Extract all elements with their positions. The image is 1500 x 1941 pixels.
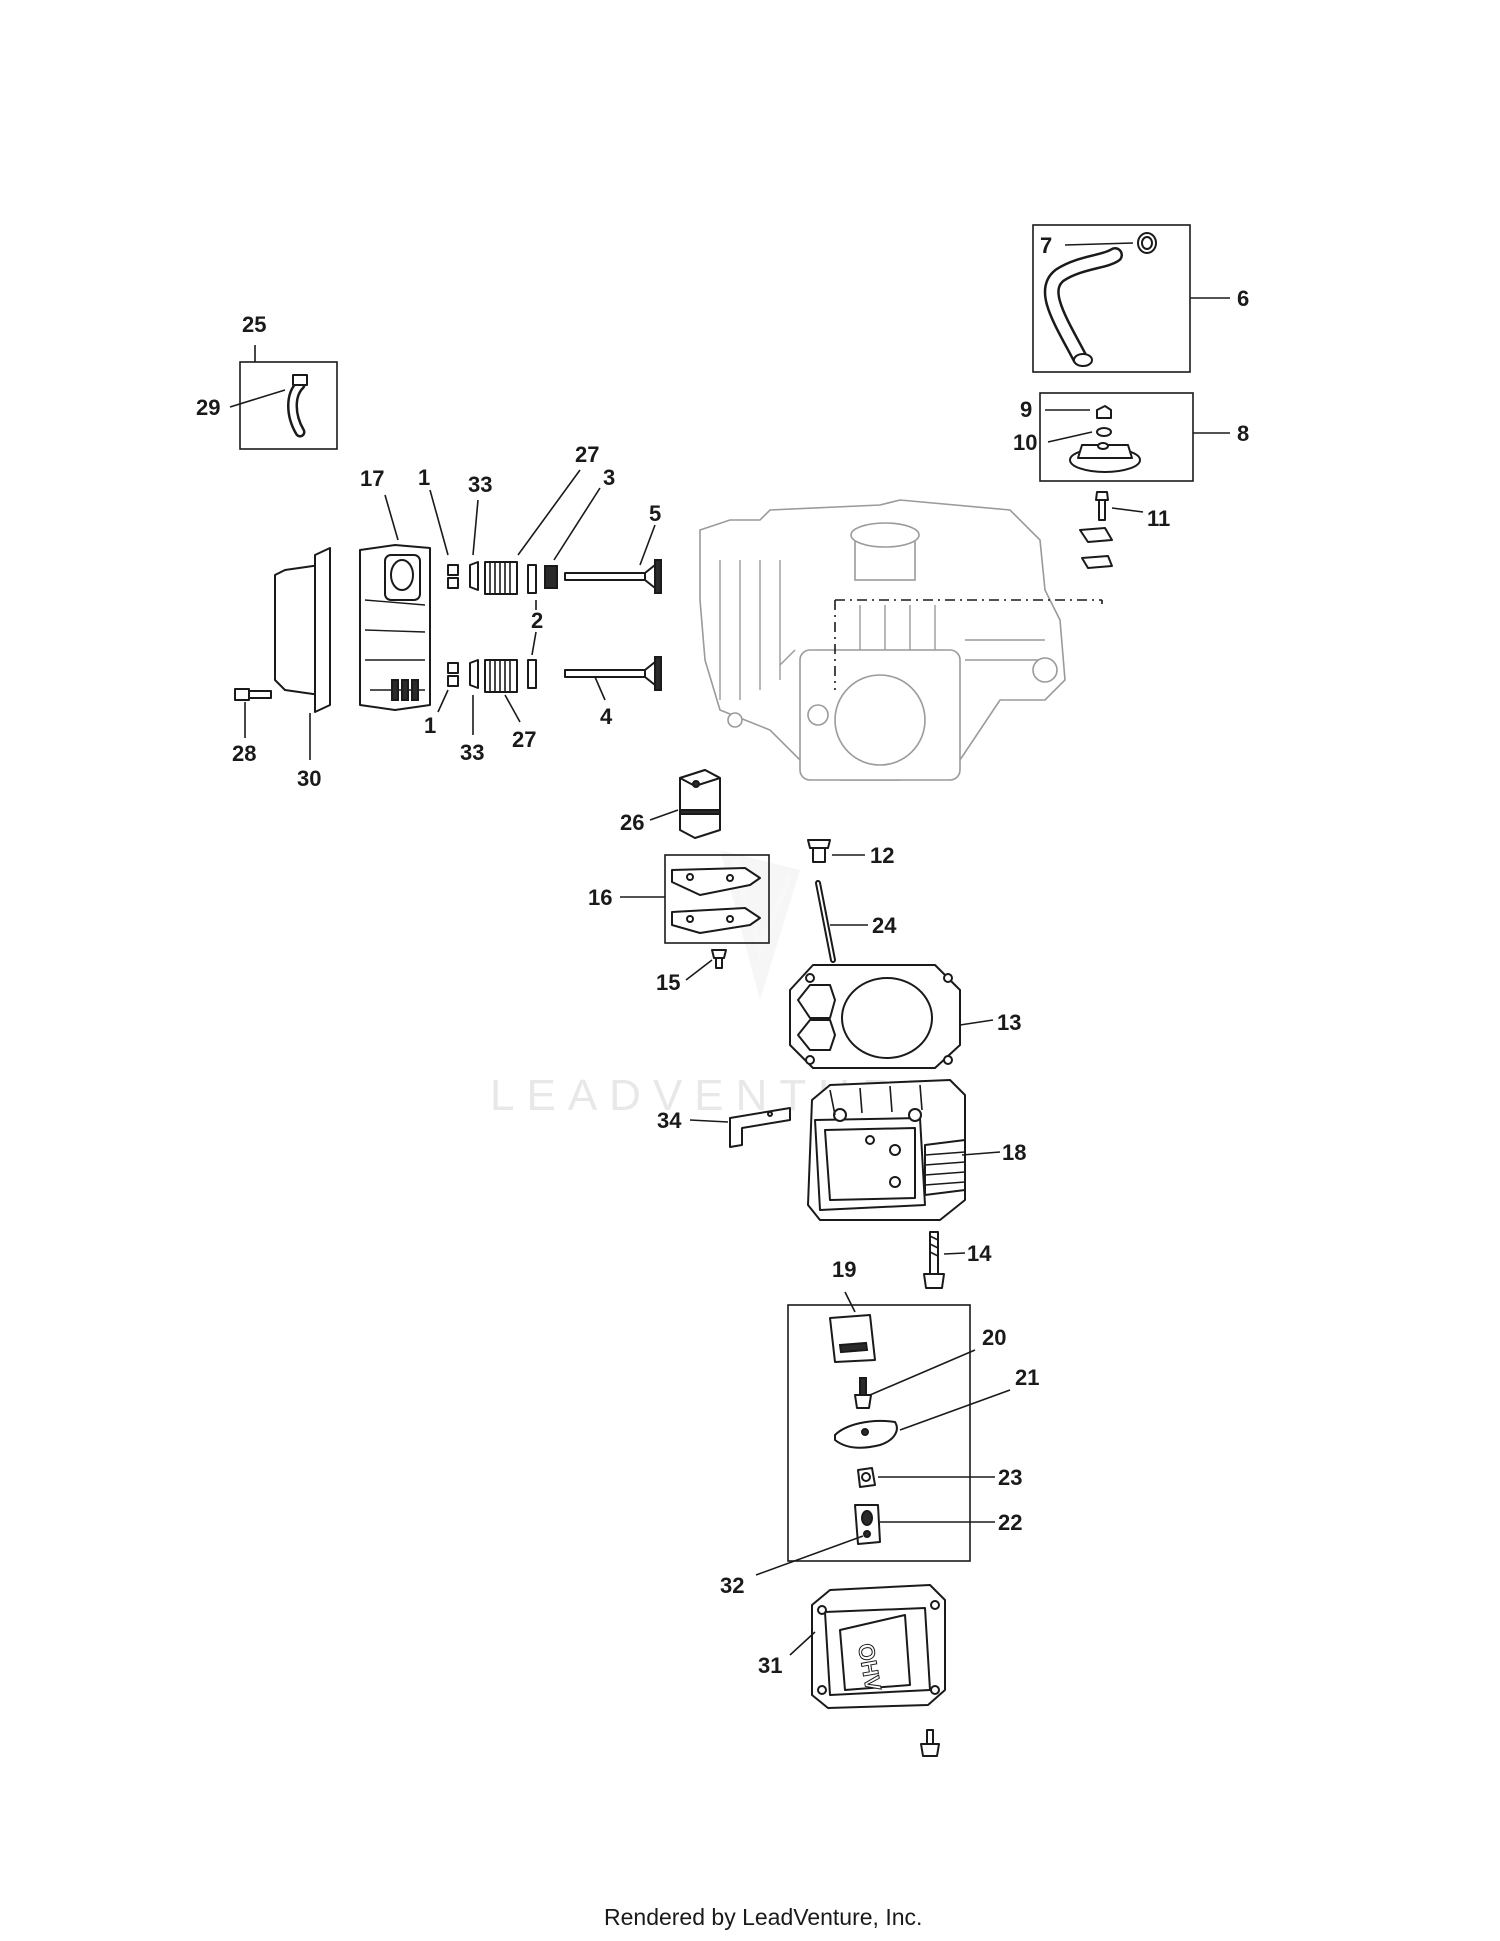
engine-block-outline (699, 499, 1066, 781)
callout-5: 5 (649, 501, 661, 526)
callout-27-upper: 27 (575, 442, 599, 467)
callout-23: 23 (998, 1465, 1022, 1490)
fill-tube (287, 374, 308, 438)
footer-credit: Rendered by LeadVenture, Inc. (604, 1904, 922, 1930)
cylinder-head-17 (359, 544, 431, 711)
valve-retainer-upper (469, 561, 479, 591)
callout-20: 20 (982, 1325, 1006, 1350)
callout-17: 17 (360, 466, 384, 491)
bolt-28 (234, 688, 272, 701)
callout-33-upper: 33 (468, 472, 492, 497)
callout-29: 29 (196, 395, 220, 420)
screw-11 (1095, 491, 1109, 521)
guide-plate-block-26 (679, 769, 721, 839)
bracket-34 (729, 1107, 791, 1148)
breather-hose (1043, 247, 1123, 367)
breather-cover-kit-box (1039, 392, 1194, 482)
callout-11: 11 (1147, 506, 1170, 531)
tube-kit-box (239, 361, 338, 450)
callout-3: 3 (603, 465, 615, 490)
mounting-bracket-upper (1079, 527, 1113, 543)
callout-6: 6 (1237, 286, 1249, 311)
callout-34: 34 (657, 1108, 682, 1133)
callout-8: 8 (1237, 421, 1249, 446)
cylinder-head-18 (807, 1079, 966, 1221)
callout-33-lower: 33 (460, 740, 484, 765)
head-bolt-14 (923, 1231, 945, 1289)
callout-2: 2 (531, 608, 543, 633)
breather-cover (1069, 442, 1141, 473)
pivot-ball-23 (857, 1467, 876, 1488)
callout-21: 21 (1015, 1365, 1039, 1390)
callout-27-lower: 27 (512, 727, 536, 752)
screw-15 (711, 949, 727, 969)
valve-spring-upper (484, 561, 518, 595)
callout-15: 15 (656, 970, 680, 995)
callout-4: 4 (600, 704, 613, 729)
callout-16: 16 (588, 885, 612, 910)
rocker-stud-20 (854, 1377, 872, 1409)
callout-7: 7 (1040, 233, 1052, 258)
breather-nut (1096, 405, 1112, 419)
callout-24: 24 (872, 913, 897, 938)
callout-30: 30 (297, 766, 321, 791)
callout-12: 12 (870, 843, 894, 868)
rocker-arm-kit-box (787, 1304, 971, 1562)
push-rod-guide-plate-upper (671, 867, 761, 896)
intake-valve-4 (564, 656, 662, 691)
callout-1-upper: 1 (418, 465, 430, 490)
callout-32: 32 (720, 1573, 744, 1598)
rocker-cover-31: OHV (811, 1584, 946, 1709)
callout-28: 28 (232, 741, 256, 766)
push-rod-guide-box (664, 854, 770, 944)
callout-14: 14 (967, 1241, 992, 1266)
callout-26: 26 (620, 810, 644, 835)
callout-19: 19 (832, 1257, 856, 1282)
mounting-bracket-lower (1081, 555, 1113, 569)
adjuster-nut-22 (854, 1504, 881, 1545)
head-gasket-13 (789, 964, 961, 1069)
breather-washer (1096, 427, 1112, 437)
dowel-pin-12 (807, 839, 831, 863)
valve-retainer-lower (469, 659, 479, 689)
valve-seal-lower (527, 659, 537, 689)
breather-hose-clamp (1137, 232, 1157, 254)
callout-9: 9 (1020, 397, 1032, 422)
valve-seal-upper (527, 564, 537, 594)
callout-13: 13 (997, 1010, 1021, 1035)
valve-keeper-upper (447, 564, 459, 589)
valve-stem-cap (544, 565, 558, 589)
callout-10: 10 (1013, 430, 1037, 455)
cover-screw (920, 1729, 940, 1757)
valve-cover-30 (274, 547, 331, 713)
callout-1-lower: 1 (424, 713, 436, 738)
valve-spring-lower (484, 659, 518, 693)
callout-25: 25 (242, 312, 266, 337)
callout-22: 22 (998, 1510, 1022, 1535)
callout-18: 18 (1002, 1140, 1026, 1165)
callout-31: 31 (758, 1653, 782, 1678)
rocker-arm-21 (834, 1419, 898, 1449)
rocker-plate-19 (829, 1314, 876, 1363)
push-rod-guide-plate-lower (671, 907, 761, 934)
valve-keeper-lower (447, 662, 459, 687)
push-rod-24 (815, 880, 836, 963)
exhaust-valve-5 (564, 559, 662, 594)
